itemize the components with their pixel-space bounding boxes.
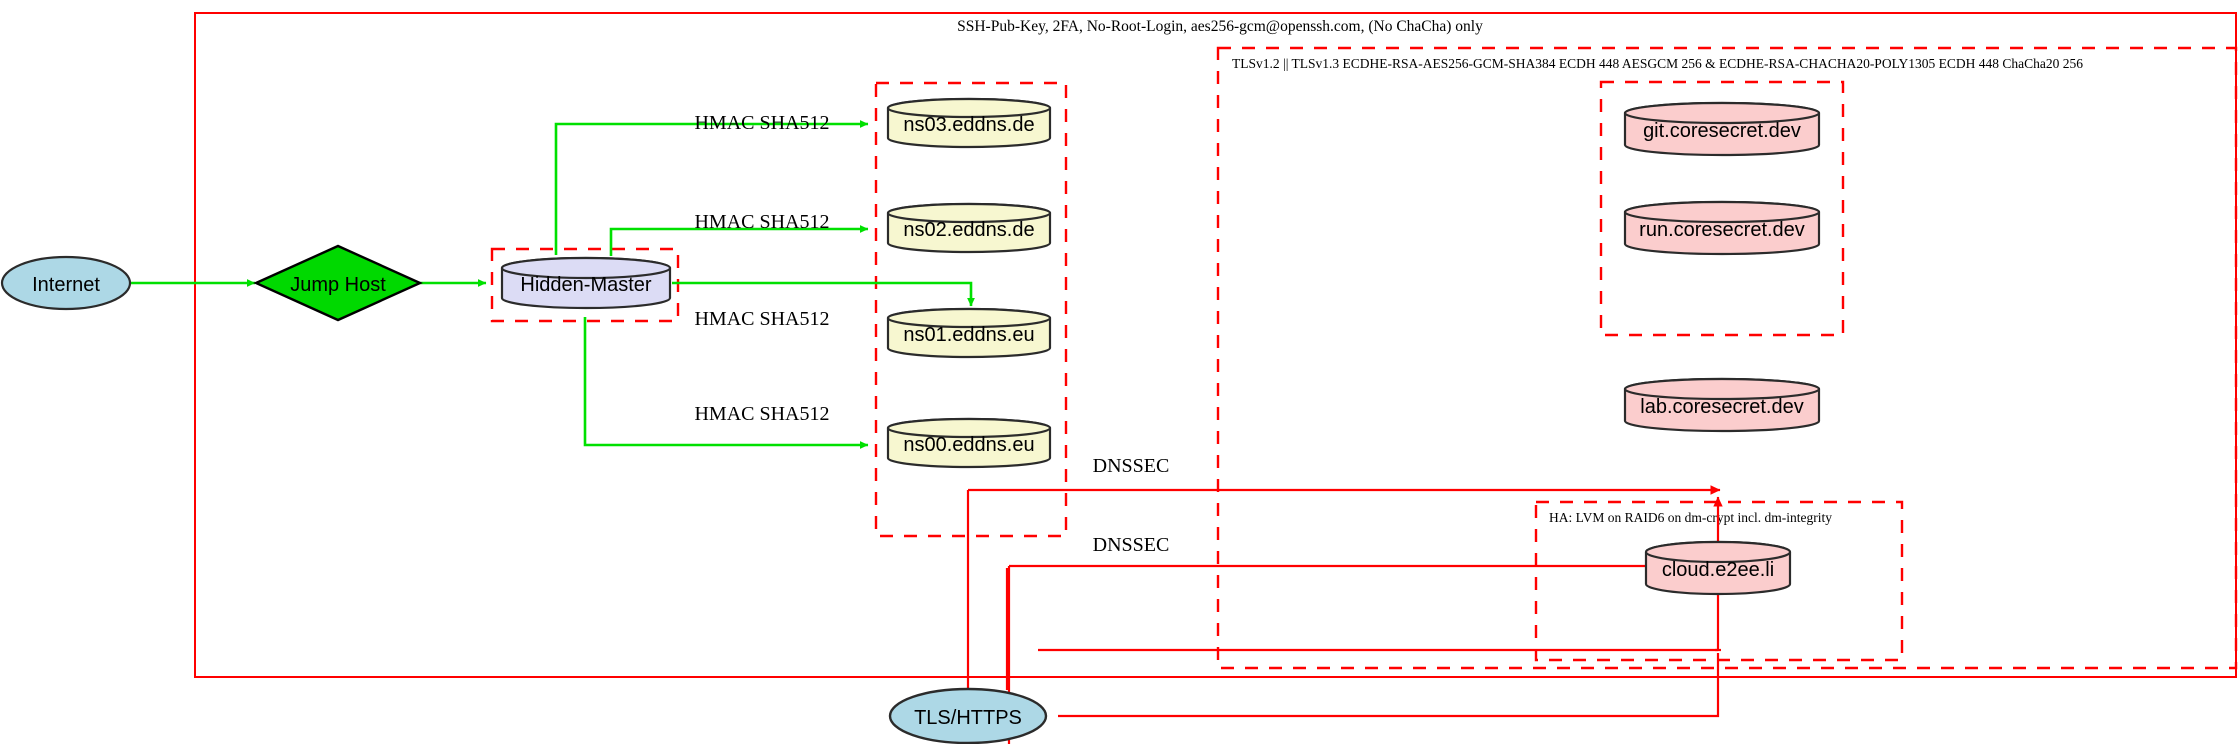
edge-hidden-master-ns01 bbox=[672, 281, 975, 307]
edge-label-hmac-ns00: HMAC SHA512 bbox=[694, 403, 829, 425]
edge-hidden-master-ns02 bbox=[609, 225, 869, 256]
node-ns00[interactable]: ns00.eddns.eu bbox=[886, 417, 1052, 469]
node-ns02[interactable]: ns02.eddns.de bbox=[886, 202, 1052, 254]
cluster-ha-label: HA: LVM on RAID6 on dm-crypt incl. dm-in… bbox=[1549, 510, 1832, 525]
cluster-hidden-master bbox=[490, 247, 680, 323]
node-ns01-label: ns01.eddns.eu bbox=[903, 324, 1034, 346]
cluster-outer-ssh-label: SSH-Pub-Key, 2FA, No-Root-Login, aes256-… bbox=[957, 18, 1483, 35]
cluster-outer-ssh bbox=[194, 12, 2237, 678]
edge-label-hmac-ns01: HMAC SHA512 bbox=[694, 308, 829, 330]
node-run-label: run.coresecret.dev bbox=[1639, 219, 1805, 241]
node-ns01[interactable]: ns01.eddns.eu bbox=[886, 307, 1052, 359]
node-ns03[interactable]: ns03.eddns.de bbox=[886, 97, 1052, 149]
node-ns03-label: ns03.eddns.de bbox=[903, 114, 1034, 136]
edge-label-hmac-ns03: HMAC SHA512 bbox=[694, 112, 829, 134]
cluster-coresecret bbox=[1599, 80, 1845, 337]
edge-tls-https-right-rail bbox=[1058, 653, 1720, 718]
cluster-ns bbox=[874, 81, 1068, 538]
cluster-tls bbox=[1216, 46, 2238, 670]
edge-label-dnssec-upper: DNSSEC bbox=[1093, 455, 1170, 477]
node-cloud-label: cloud.e2ee.li bbox=[1662, 559, 1774, 581]
edge-label-dnssec-lower: DNSSEC bbox=[1093, 534, 1170, 556]
node-tls-https-label: TLS/HTTPS bbox=[914, 707, 1022, 729]
node-ns02-label: ns02.eddns.de bbox=[903, 219, 1034, 241]
edge-label-hmac-ns02: HMAC SHA512 bbox=[694, 211, 829, 233]
node-hidden-master-label: Hidden-Master bbox=[520, 274, 652, 296]
node-run-coresecret-dev[interactable]: run.coresecret.dev bbox=[1623, 200, 1821, 256]
node-internet-label: Internet bbox=[32, 274, 100, 296]
node-jump-host-label: Jump Host bbox=[290, 274, 386, 296]
node-tls-https[interactable]: TLS/HTTPS bbox=[888, 687, 1048, 744]
node-git-label: git.coresecret.dev bbox=[1643, 120, 1801, 142]
cluster-tls-label: TLSv1.2 || TLSv1.3 ECDHE-RSA-AES256-GCM-… bbox=[1232, 56, 2083, 71]
node-jump-host[interactable]: Jump Host bbox=[253, 244, 423, 322]
node-lab-label: lab.coresecret.dev bbox=[1640, 396, 1803, 418]
node-lab-coresecret-dev[interactable]: lab.coresecret.dev bbox=[1623, 377, 1821, 433]
node-cloud-e2ee-li[interactable]: cloud.e2ee.li bbox=[1644, 540, 1792, 596]
node-hidden-master[interactable]: Hidden-Master bbox=[500, 256, 672, 310]
node-internet[interactable]: Internet bbox=[0, 255, 132, 311]
edge-hidden-master-ns00 bbox=[583, 317, 869, 449]
node-ns00-label: ns00.eddns.eu bbox=[903, 434, 1034, 456]
edge-hidden-master-ns03 bbox=[554, 120, 869, 255]
node-git-coresecret-dev[interactable]: git.coresecret.dev bbox=[1623, 101, 1821, 157]
